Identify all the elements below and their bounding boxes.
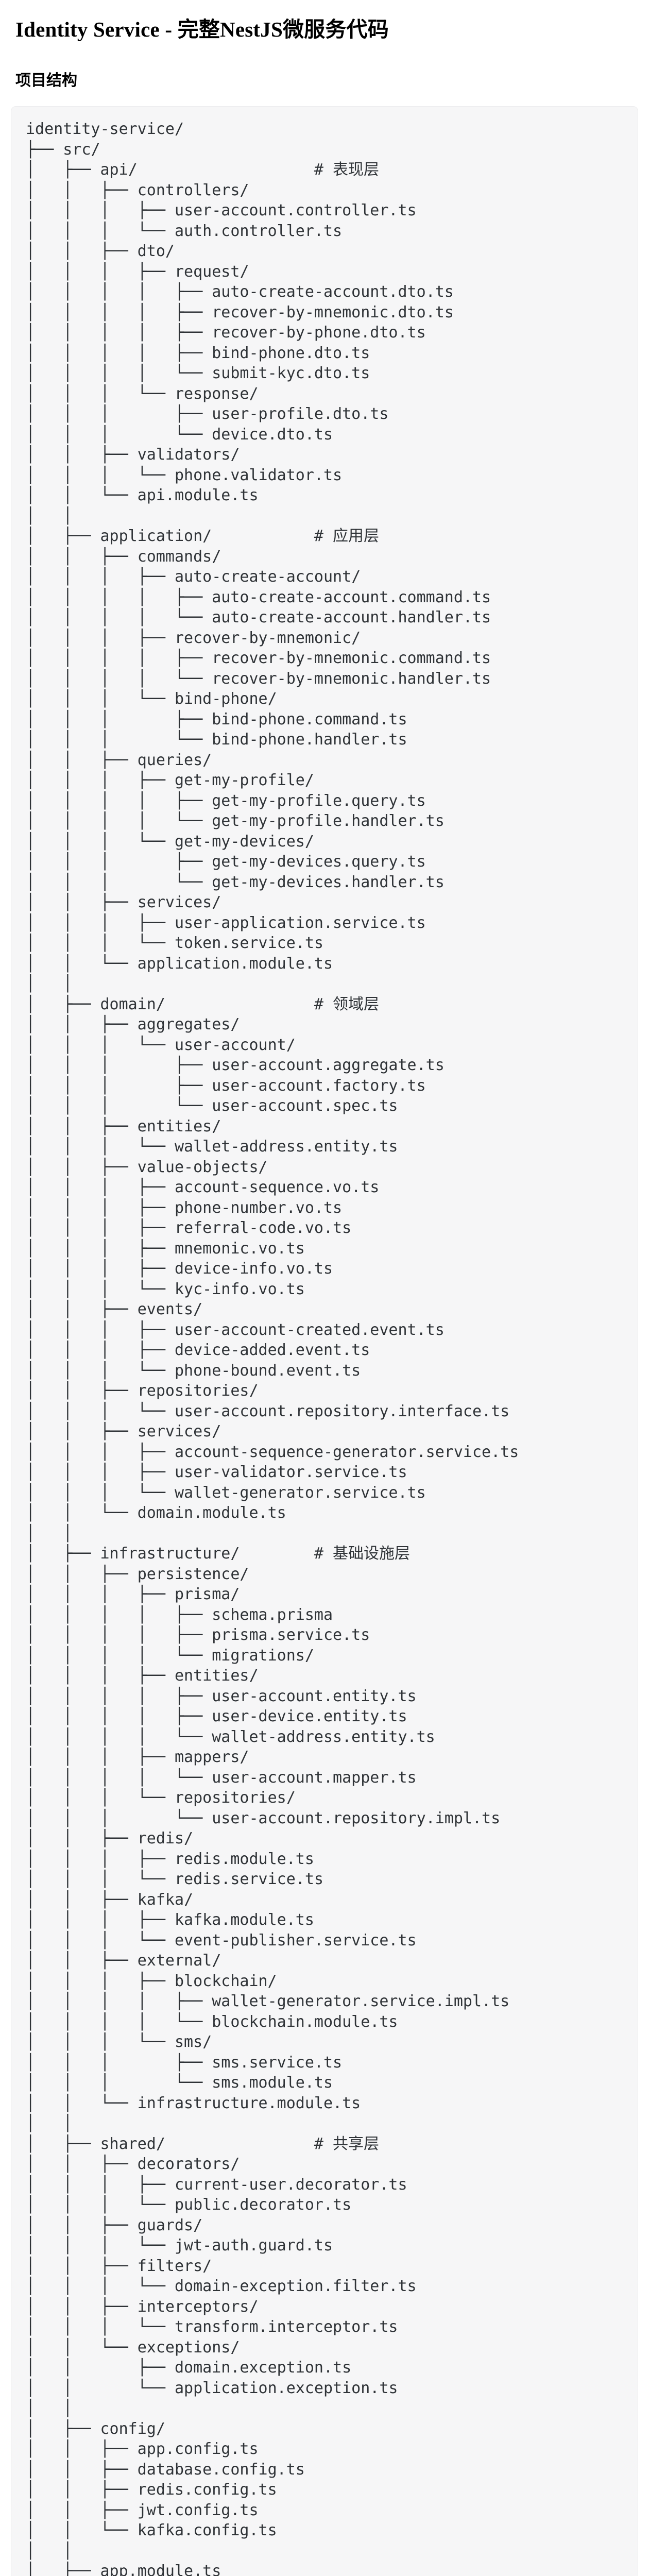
page-title: Identity Service - 完整NestJS微服务代码 [15, 18, 389, 41]
section-heading-project-structure: 项目结构 [15, 72, 77, 90]
code-tree: identity-service/ ├── src/ │ ├── api/ # … [26, 120, 519, 2576]
code-block-project-tree: identity-service/ ├── src/ │ ├── api/ # … [11, 106, 638, 2576]
